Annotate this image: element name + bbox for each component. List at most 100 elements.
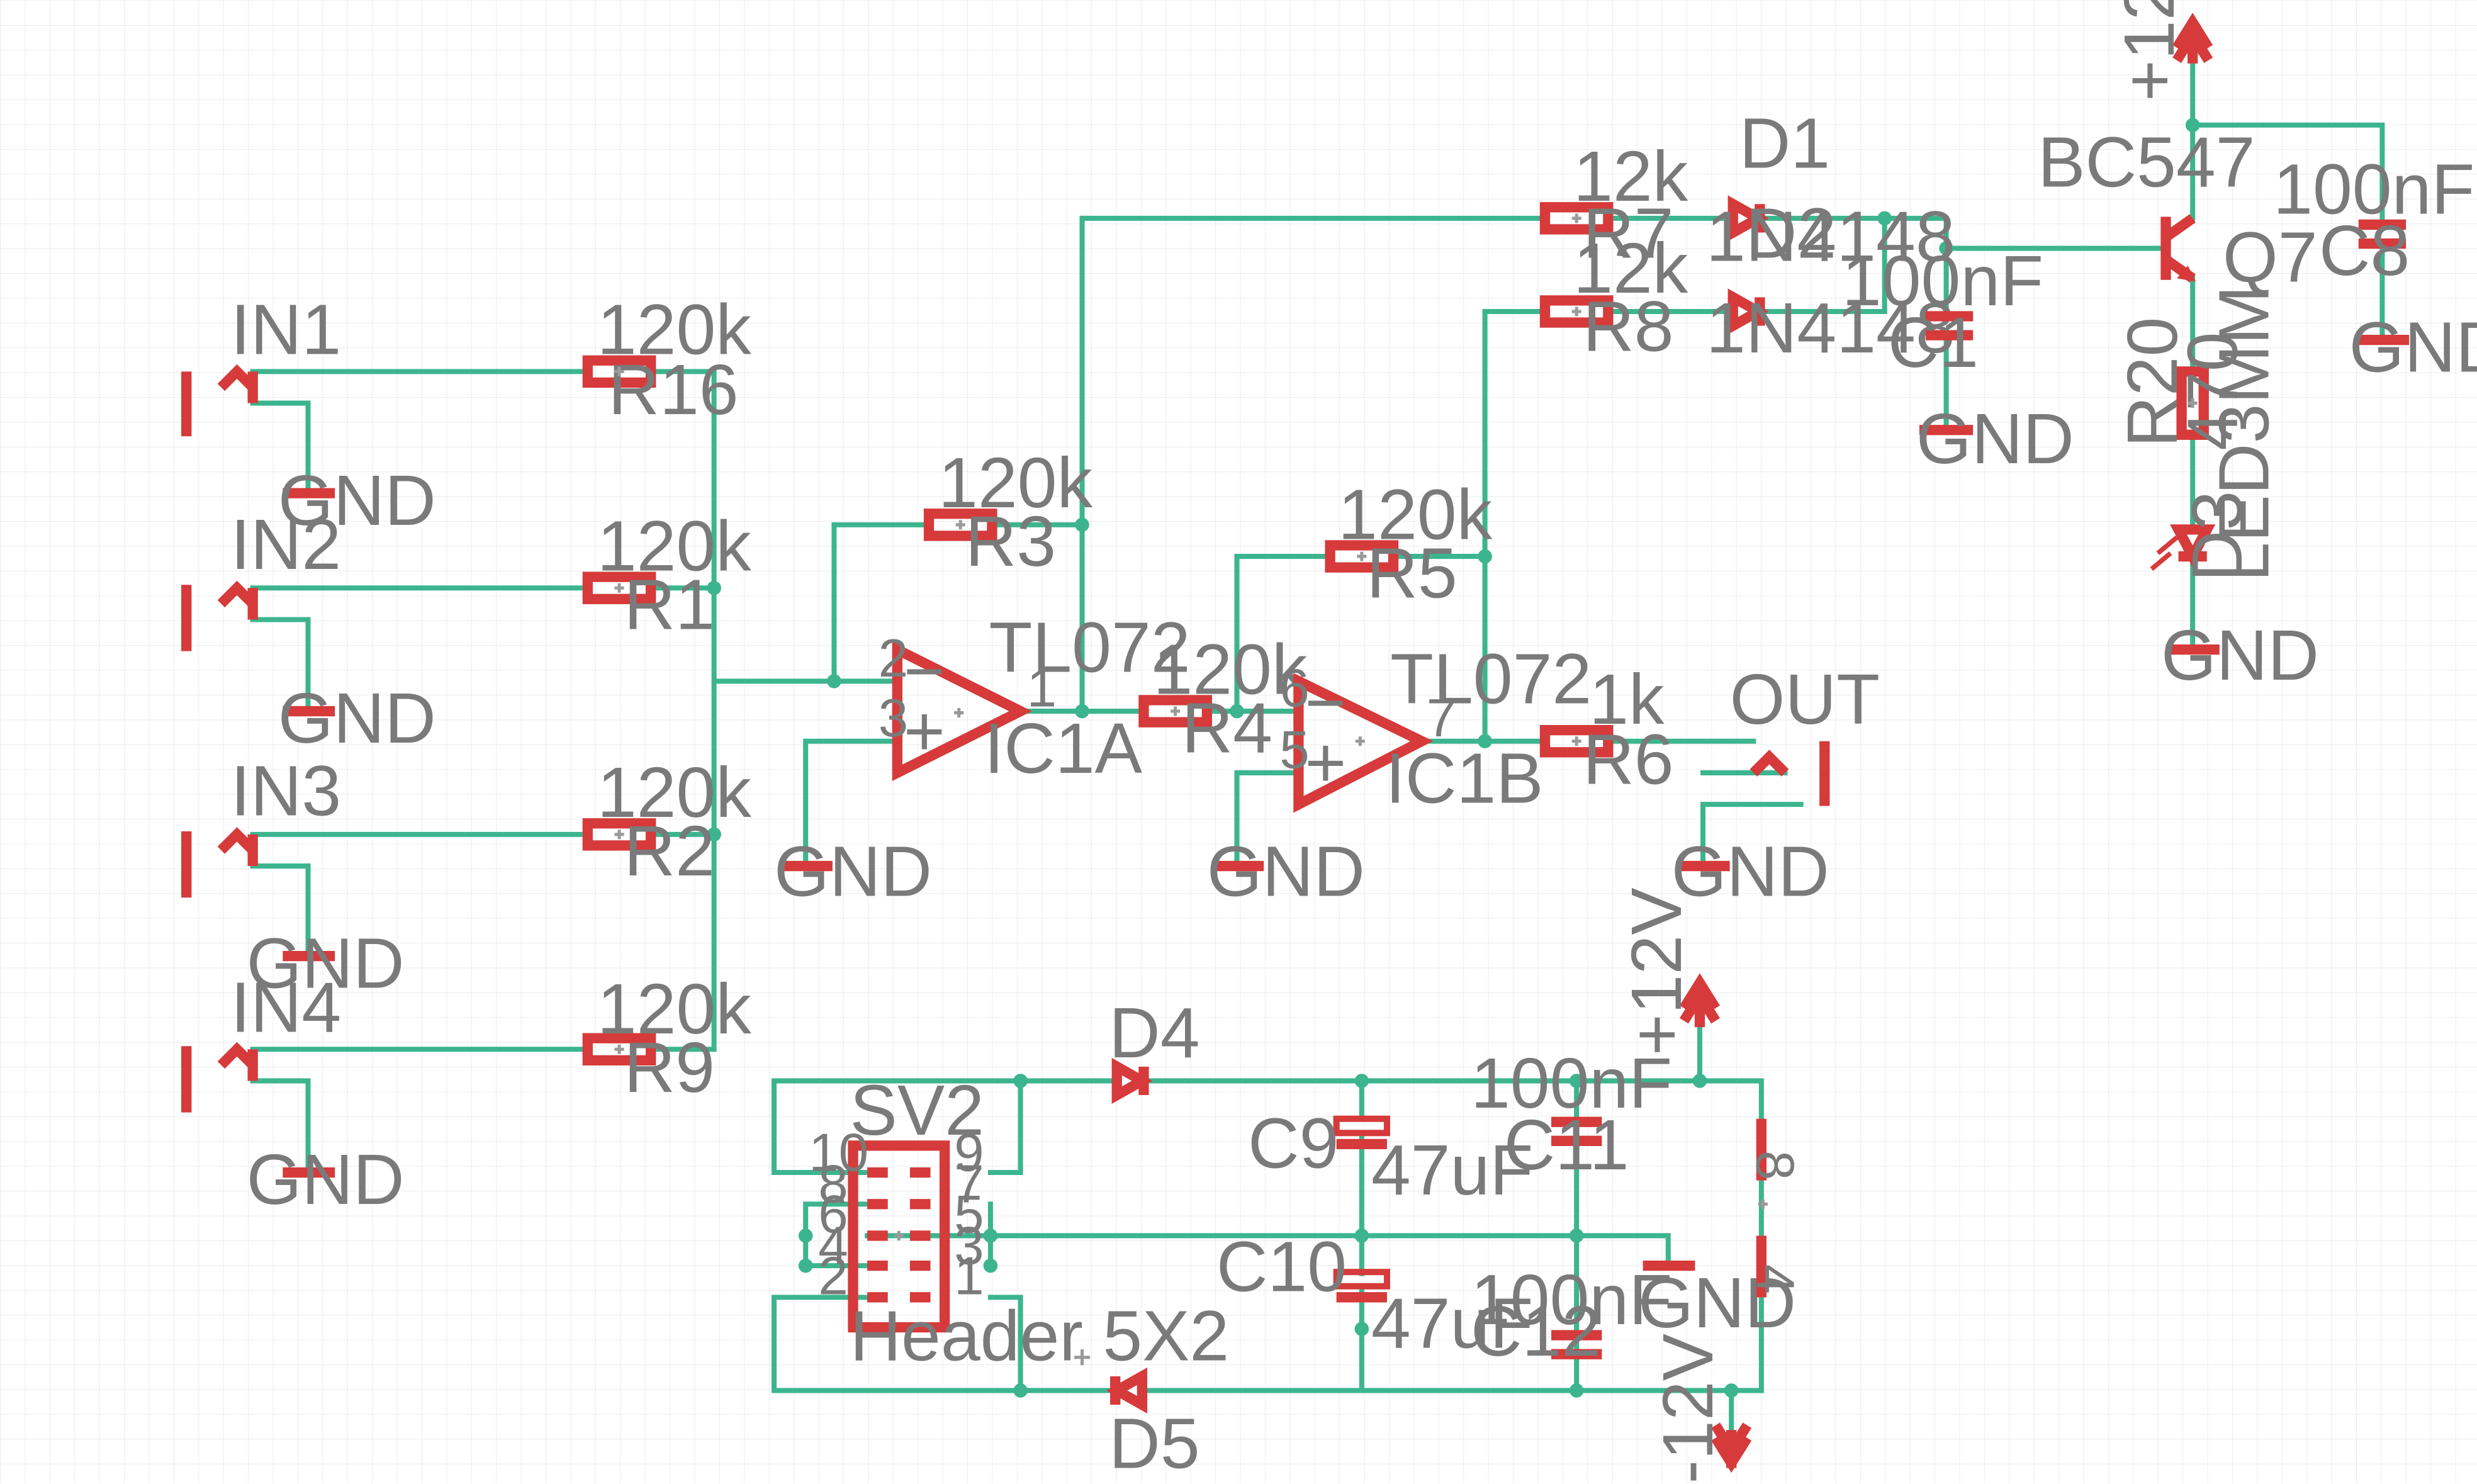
gnd-label-8: GND — [1916, 399, 2074, 478]
c8-name: C8 — [2319, 211, 2410, 290]
capacitors — [1333, 219, 2407, 1359]
header-pin-8: 8 — [818, 1155, 848, 1215]
header-pin-2: 2 — [818, 1246, 848, 1306]
r16-value: 120k — [597, 290, 751, 369]
led-d3 — [2150, 524, 2216, 571]
r1-value: 120k — [597, 507, 751, 586]
d1-value: 1N4148 — [1706, 197, 1955, 276]
power-pin-g: 4 — [1744, 1264, 1804, 1294]
vcc-label-top: +12V — [2109, 0, 2189, 101]
r5-name: R5 — [1366, 533, 1457, 612]
header-pin-10: 10 — [809, 1123, 868, 1183]
ic1a-pin-inv: 2 — [879, 629, 908, 689]
ic1b-value: TL072 — [1390, 639, 1592, 719]
c11-value: 100nF — [1471, 1043, 1672, 1123]
jack-in3 — [181, 827, 258, 898]
vcc-label-power: +12V — [1617, 887, 1696, 1055]
c1-value: 100nF — [1842, 241, 2043, 320]
wires — [250, 60, 2385, 1433]
r16-name: R16 — [608, 350, 738, 429]
gnd-label-4: GND — [247, 1140, 405, 1219]
ic1b-pin-inv: 6 — [1279, 659, 1309, 719]
vee-label-power: -12V — [1648, 1334, 1727, 1484]
r4-value: 120k — [1153, 629, 1307, 709]
c9-name: C9 — [1248, 1104, 1339, 1183]
label-in2: IN2 — [230, 505, 341, 584]
d2-name: D2 — [1746, 194, 1836, 273]
d5-name: D5 — [1109, 1403, 1199, 1483]
jack-in2 — [181, 580, 258, 651]
label-in3: IN3 — [230, 751, 341, 831]
c8-value: 100nF — [2273, 149, 2474, 228]
header-pin-5: 5 — [954, 1184, 984, 1244]
gnd-label-5: GND — [774, 832, 932, 911]
r3-name: R3 — [965, 502, 1056, 581]
header-pin-6: 6 — [818, 1184, 848, 1244]
header-sv2 — [848, 1140, 950, 1333]
r9-value: 120k — [597, 969, 751, 1048]
opamp-ic1a — [892, 641, 1032, 782]
r2-name: R2 — [624, 811, 715, 891]
r4-name: R4 — [1182, 688, 1272, 767]
c12-value: 100nF — [1471, 1260, 1672, 1339]
jack-in4 — [181, 1042, 258, 1113]
q7-name: Q7 — [2223, 217, 2318, 296]
c12-name: C12 — [1471, 1291, 1601, 1371]
sv2-value: Header 5X2 — [850, 1296, 1229, 1376]
jack-in1 — [181, 364, 258, 437]
label-in1: IN1 — [230, 290, 341, 369]
c10-name: C10 — [1216, 1227, 1347, 1306]
r6-value: 1k — [1589, 660, 1665, 739]
ic1b-sign-minus: − — [1305, 663, 1346, 742]
diodes — [1106, 195, 1769, 1414]
d1-name: D1 — [1739, 104, 1830, 183]
c10-value: 47uF — [1371, 1284, 1533, 1363]
ic1b-pin-noninv: 5 — [1279, 720, 1309, 780]
sv2-name: SV2 — [850, 1071, 984, 1150]
ic1b-name: IC1B — [1385, 739, 1543, 818]
r2-value: 120k — [597, 753, 751, 832]
gnd-label-2: GND — [278, 678, 436, 758]
r20-name: R20 — [2113, 317, 2192, 447]
r6-name: R6 — [1583, 720, 1673, 799]
ic1a-value: TL072 — [989, 607, 1190, 687]
r5-value: 120k — [1338, 475, 1492, 554]
power-pin-v: 8 — [1744, 1150, 1804, 1180]
header-pin-9: 9 — [954, 1123, 984, 1183]
ic1b-pin-out: 7 — [1427, 689, 1456, 748]
r7-value: 12k — [1573, 137, 1688, 216]
header-pin-7: 7 — [954, 1155, 984, 1215]
r7-name: R7 — [1583, 194, 1673, 273]
gnd-symbols — [283, 334, 2410, 1271]
gnd-label-11: GND — [1638, 1263, 1796, 1342]
junctions — [707, 118, 2200, 1398]
ic1a-pin-noninv: 3 — [879, 689, 908, 748]
gnd-label-9: GND — [2161, 616, 2319, 695]
c11-name: C11 — [1504, 1105, 1629, 1184]
q7-value: BC547 — [2038, 123, 2255, 202]
ic1a-pin-out: 1 — [1027, 659, 1057, 719]
gnd-label-10: GND — [2349, 307, 2477, 386]
d2-value: 1N4148 — [1706, 288, 1955, 368]
transistor-q7 — [2160, 214, 2196, 283]
r9-name: R9 — [624, 1028, 715, 1107]
gnd-label-1: GND — [278, 461, 436, 540]
r20-value: 470 — [2172, 332, 2252, 450]
ic1a-sign-minus: − — [904, 631, 945, 711]
gnd-label-7: GND — [1671, 832, 1829, 911]
r8-name: R8 — [1583, 287, 1673, 366]
c1-name: C1 — [1888, 303, 1979, 382]
header-pin-1: 1 — [954, 1246, 984, 1306]
origin-marks — [614, 213, 2198, 1366]
r8-value: 12k — [1573, 228, 1688, 308]
c9-value: 47uF — [1371, 1130, 1533, 1210]
label-in4: IN4 — [230, 968, 341, 1047]
d3-name: D3 — [2177, 491, 2257, 582]
ic1a-sign-plus: + — [904, 691, 945, 770]
d4-name: D4 — [1109, 993, 1199, 1072]
gnd-label-6: GND — [1207, 832, 1365, 911]
gnd-label-3: GND — [247, 923, 405, 1003]
opamp-ic1b — [1293, 673, 1434, 813]
header-pin-3: 3 — [954, 1217, 984, 1276]
ic1a-name: IC1A — [984, 709, 1143, 788]
